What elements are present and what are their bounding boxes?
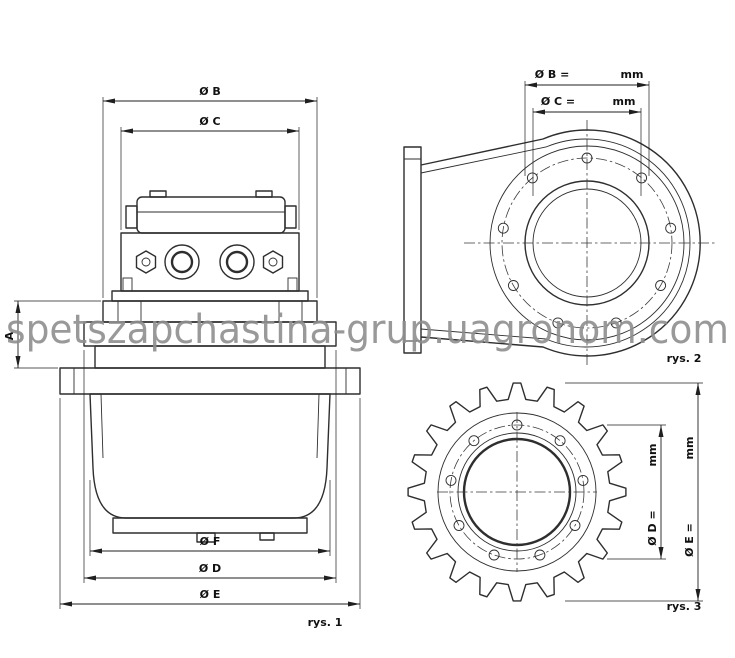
fig1-top-cover [125, 190, 297, 234]
fig3-caption: rys. 3 [667, 600, 702, 613]
fig2-motor-housing-side-view: Ø B = mm Ø C = mm rys. 2 [403, 68, 716, 366]
fig1-dimensions: Ø B Ø C A Ø F Ø D Ø E ry [3, 85, 361, 629]
fig3-dim-oe-unit: mm [683, 437, 696, 460]
fig3-dimensions: mm Ø D = mm Ø E = rys. 3 [565, 382, 703, 613]
fig2-bolt-holes [497, 152, 677, 329]
fig1-dim-of-label: Ø F [200, 535, 221, 548]
fig2-dim-oc-unit: mm [613, 95, 636, 108]
fig2-dimensions: Ø B = mm Ø C = mm rys. 2 [524, 68, 702, 365]
fig3-sprocket-teeth [407, 382, 627, 602]
fig3-dim-od-unit: mm [646, 444, 659, 467]
fig1-dim-a-label: A [3, 331, 16, 340]
fig1-dim-oe-label: Ø E [200, 588, 221, 601]
fig3-dim-od-label: Ø D = [646, 510, 659, 545]
fig1-caption: rys. 1 [308, 616, 343, 629]
fig3-sprocket-view: mm Ø D = mm Ø E = rys. 3 [407, 382, 703, 613]
fig1-flange-stack [59, 290, 361, 395]
fig2-dim-ob-unit: mm [621, 68, 644, 81]
fig2-bolt-circle [501, 157, 673, 329]
fig2-mounting-plate [403, 146, 422, 354]
fig3-bolt-holes [445, 419, 589, 561]
fig3-dim-oe-label: Ø E = [683, 523, 696, 557]
fig1-final-drive-front-view: Ø B Ø C A Ø F Ø D Ø E ry [3, 85, 361, 629]
fig1-housing-body [89, 393, 331, 543]
fig2-dim-ob-label: Ø B = [535, 68, 570, 81]
fig1-valve-block [120, 232, 300, 292]
hex-plug-right [262, 250, 284, 274]
hex-plug-left [135, 250, 157, 274]
fig2-flange-face [464, 120, 716, 366]
fig1-dim-oc-label: Ø C [199, 115, 220, 128]
fig2-dim-oc-label: Ø C = [541, 95, 575, 108]
fig1-dim-od-label: Ø D [199, 562, 221, 575]
fig1-dim-ob-label: Ø B [199, 85, 221, 98]
fig2-caption: rys. 2 [667, 352, 702, 365]
watermark-text: spetszapchastina-grup.uagronom.com [6, 307, 729, 353]
